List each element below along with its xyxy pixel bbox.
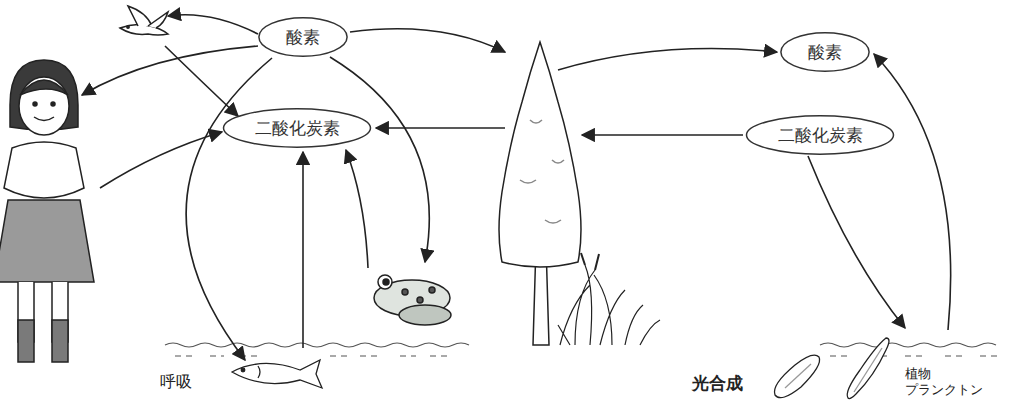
tree — [499, 42, 581, 345]
process-label: 光合成 — [692, 372, 743, 395]
gas-ellipse: 二酸化炭素 — [222, 108, 372, 148]
gas-ellipse: 酸素 — [780, 32, 870, 72]
gas-ellipse: 酸素 — [258, 17, 348, 57]
gas-name: 二酸化炭素 — [255, 117, 340, 140]
gas-name: 酸素 — [808, 41, 842, 64]
grass — [558, 253, 660, 345]
process-label: 呼吸 — [160, 372, 192, 393]
gas-name: 酸素 — [286, 26, 320, 49]
plankton — [774, 338, 889, 399]
gas-name: 二酸化炭素 — [778, 124, 863, 147]
frog — [374, 275, 451, 325]
bird — [120, 6, 168, 35]
gas-ellipse: 二酸化炭素 — [745, 115, 895, 155]
gas-arrow — [82, 15, 951, 360]
girl — [0, 60, 94, 362]
organism-label: 植物 プランクトン — [905, 366, 989, 397]
fish — [232, 360, 322, 388]
